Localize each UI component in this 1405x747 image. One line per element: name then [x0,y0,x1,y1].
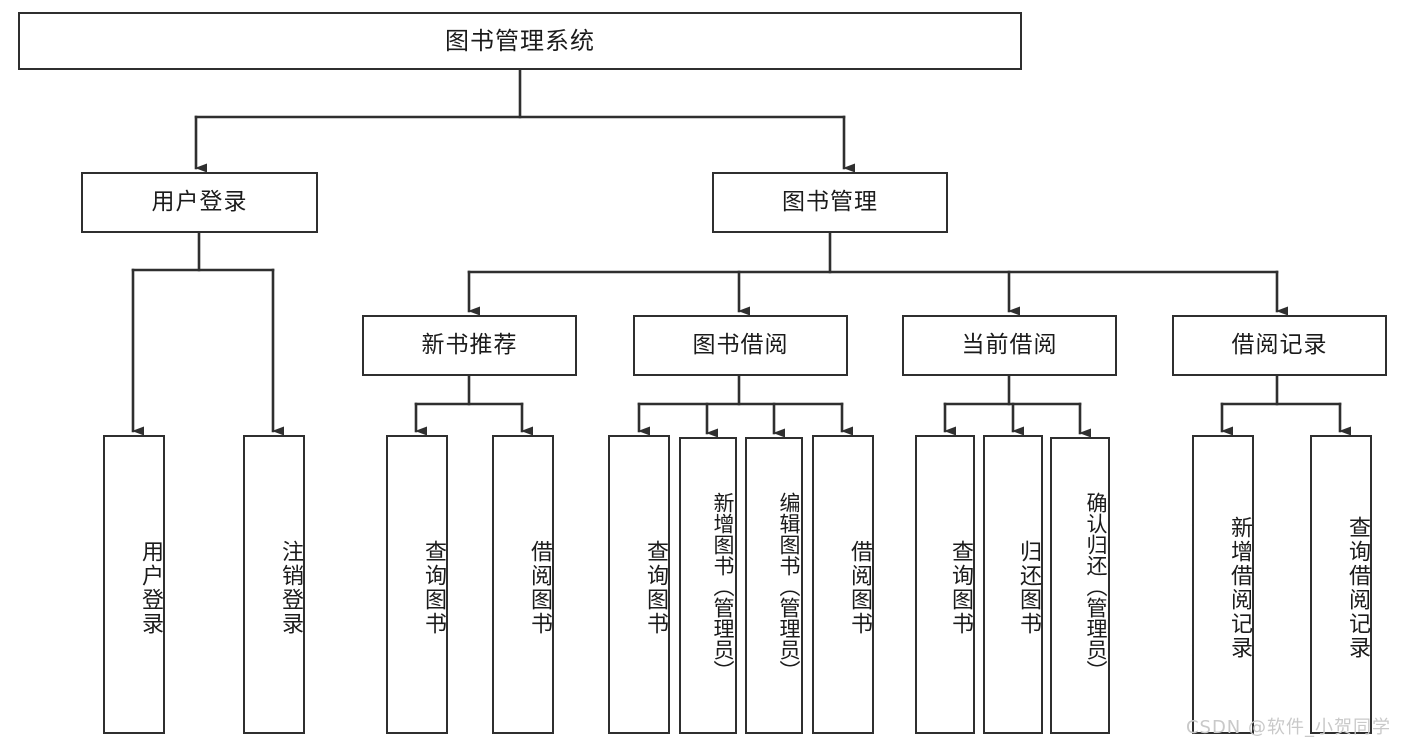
node-label: 新书推荐 [421,331,518,358]
leaf-query-book-borrow[interactable]: 查询图书 [608,435,670,734]
node-label: 确认归还（管理员） [1084,492,1108,681]
node-book-borrow[interactable]: 图书借阅 [633,315,848,376]
node-label: 注销登录 [278,539,303,636]
node-label: 归还图书 [1016,539,1041,636]
leaf-return-book[interactable]: 归还图书 [983,435,1043,734]
leaf-query-borrow-record[interactable]: 查询借阅记录 [1310,435,1372,734]
leaf-add-book-admin[interactable]: 新增图书（管理员） [679,437,737,734]
node-label: 用户登录 [151,188,248,215]
node-label: 查询借阅记录 [1345,515,1370,660]
node-root-book-management-system[interactable]: 图书管理系统 [18,12,1022,70]
node-label: 查询图书 [421,539,446,636]
node-label: 借阅图书 [847,539,872,636]
node-label: 用户登录 [138,539,163,636]
leaf-edit-book-admin[interactable]: 编辑图书（管理员） [745,437,803,734]
node-label: 图书借阅 [692,331,789,358]
node-current-borrow[interactable]: 当前借阅 [902,315,1117,376]
node-book-management[interactable]: 图书管理 [712,172,948,233]
node-new-book-recommend[interactable]: 新书推荐 [362,315,577,376]
node-label: 当前借阅 [961,331,1058,358]
leaf-borrow-book[interactable]: 借阅图书 [812,435,874,734]
leaf-add-borrow-record[interactable]: 新增借阅记录 [1192,435,1254,734]
node-label: 查询图书 [643,539,668,636]
node-label: 编辑图书（管理员） [777,492,801,681]
node-borrow-records[interactable]: 借阅记录 [1172,315,1387,376]
node-label: 借阅记录 [1231,331,1328,358]
leaf-confirm-return-admin[interactable]: 确认归还（管理员） [1050,437,1110,734]
node-label: 图书管理系统 [445,26,595,55]
leaf-logout[interactable]: 注销登录 [243,435,305,734]
leaf-borrow-book-newbook[interactable]: 借阅图书 [492,435,554,734]
node-label: 查询图书 [948,539,973,636]
node-label: 新增借阅记录 [1227,515,1252,660]
node-label: 图书管理 [782,188,878,215]
node-user-login[interactable]: 用户登录 [81,172,318,233]
node-label: 新增图书（管理员） [711,492,735,681]
node-label: 借阅图书 [527,539,552,636]
leaf-query-book-current[interactable]: 查询图书 [915,435,975,734]
watermark: CSDN @软件_小贺同学 [1185,717,1391,738]
leaf-user-login[interactable]: 用户登录 [103,435,165,734]
leaf-query-book-newbook[interactable]: 查询图书 [386,435,448,734]
